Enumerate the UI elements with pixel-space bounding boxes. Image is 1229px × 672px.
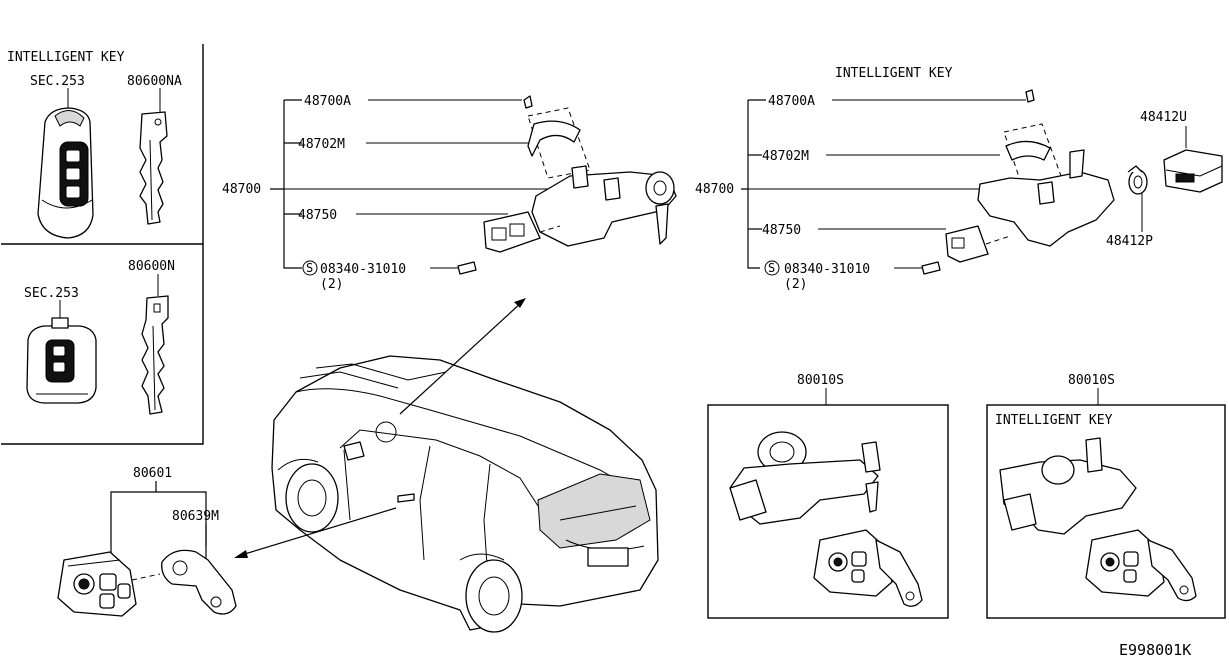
part-48700a-right-label: 48700A — [768, 94, 815, 109]
mechanical-key-icon-2 — [141, 295, 169, 415]
kit-cylinder-icon — [813, 529, 923, 607]
ignition-right-group: INTELLIGENT KEY 48700 48700A 48702M 4875… — [695, 66, 1223, 292]
lock-lever-label: 80639M — [172, 509, 219, 524]
kit-ignition-icon — [729, 431, 881, 525]
screw-symbol: S — [306, 261, 313, 275]
intelligent-key-fob-icon-2 — [26, 317, 97, 404]
door-lock-group: 80601 80639M — [57, 466, 237, 617]
door-lock-cylinder-icon — [57, 551, 137, 617]
ignition-left-group: 48700 48700A 48702M 48750 S 08340-31010 … — [222, 94, 677, 292]
lock-lever-icon — [161, 549, 237, 615]
key-80600n-label: 80600N — [128, 259, 175, 274]
vehicle-icon — [271, 355, 659, 633]
kit-left-label: 80010S — [797, 373, 844, 388]
kit-right-cylinder-icon — [1085, 529, 1197, 602]
part-48702m-right-label: 48702M — [762, 149, 809, 164]
ignition-switch-icon — [457, 95, 677, 275]
intelligent-key-fob-icon — [37, 107, 94, 239]
diagram-code: E998001K — [1119, 641, 1191, 659]
part-48412u-label: 48412U — [1140, 110, 1187, 125]
sec-253-bottom-label: SEC.253 — [24, 286, 79, 301]
part-48412p-label: 48412P — [1106, 234, 1153, 249]
kit-left-group: 80010S — [707, 373, 949, 619]
pointer-arrows — [234, 298, 526, 558]
part-48700a-label: 48700A — [304, 94, 351, 109]
screw-qty-right-label: (2) — [784, 277, 807, 292]
ignition-switch-right-icon — [921, 89, 1223, 275]
screw-qty-label: (2) — [320, 277, 343, 292]
key-panel: INTELLIGENT KEY SEC.253 80600NA SEC.253 … — [1, 44, 204, 445]
key-80600na-label: 80600NA — [127, 74, 182, 89]
screw-symbol-right-icon — [764, 260, 780, 276]
part-48750-right-label: 48750 — [762, 223, 801, 238]
intelligent-key-heading: INTELLIGENT KEY — [7, 50, 125, 65]
part-48702m-label: 48702M — [298, 137, 345, 152]
kit-right-ignition-icon — [999, 437, 1137, 535]
kit-right-label: 80010S — [1068, 373, 1115, 388]
door-lock-assy-label: 80601 — [133, 466, 172, 481]
intelligent-key-right-heading: INTELLIGENT KEY — [835, 66, 953, 81]
sec-253-top-label: SEC.253 — [30, 74, 85, 89]
ignition-assy-right-label: 48700 — [695, 182, 734, 197]
kit-right-frame — [986, 404, 1226, 619]
part-48750-label: 48750 — [298, 208, 337, 223]
screw-symbol-icon — [302, 260, 318, 276]
kit-left-frame — [707, 404, 949, 619]
mechanical-key-icon — [139, 111, 168, 225]
ignition-assy-label: 48700 — [222, 182, 261, 197]
screw-part-label: 08340-31010 — [320, 262, 406, 277]
screw-symbol-right: S — [768, 261, 775, 275]
kit-right-group: 80010S INTELLIGENT KEY — [986, 373, 1226, 619]
screw-part-right-label: 08340-31010 — [784, 262, 870, 277]
kit-right-heading: INTELLIGENT KEY — [995, 413, 1113, 428]
